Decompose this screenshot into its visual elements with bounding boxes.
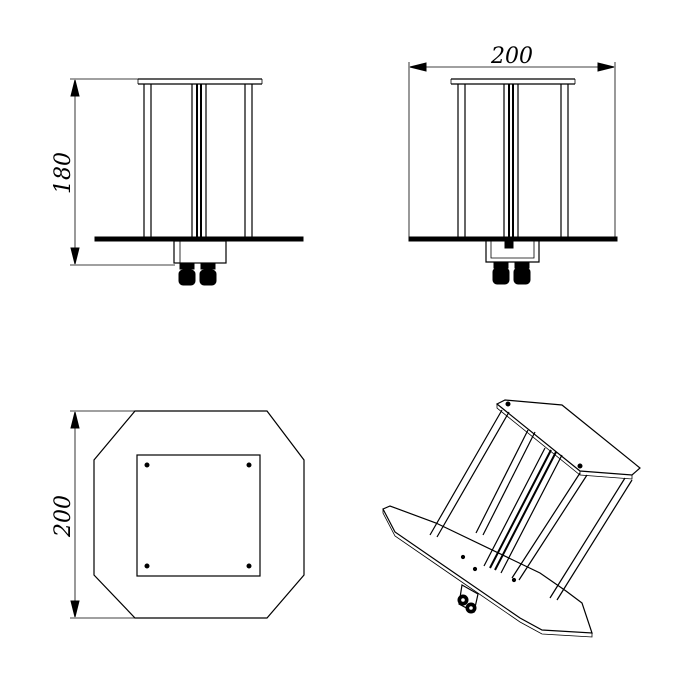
top-view: 200	[51, 410, 305, 619]
side-view: 200	[408, 44, 618, 285]
depth-dimension-label: 200	[51, 495, 76, 538]
height-dimension-label: 180	[51, 152, 76, 194]
width-dimension-label: 200	[490, 44, 533, 69]
isometric-view	[382, 399, 641, 638]
front-view: 180	[51, 78, 304, 286]
